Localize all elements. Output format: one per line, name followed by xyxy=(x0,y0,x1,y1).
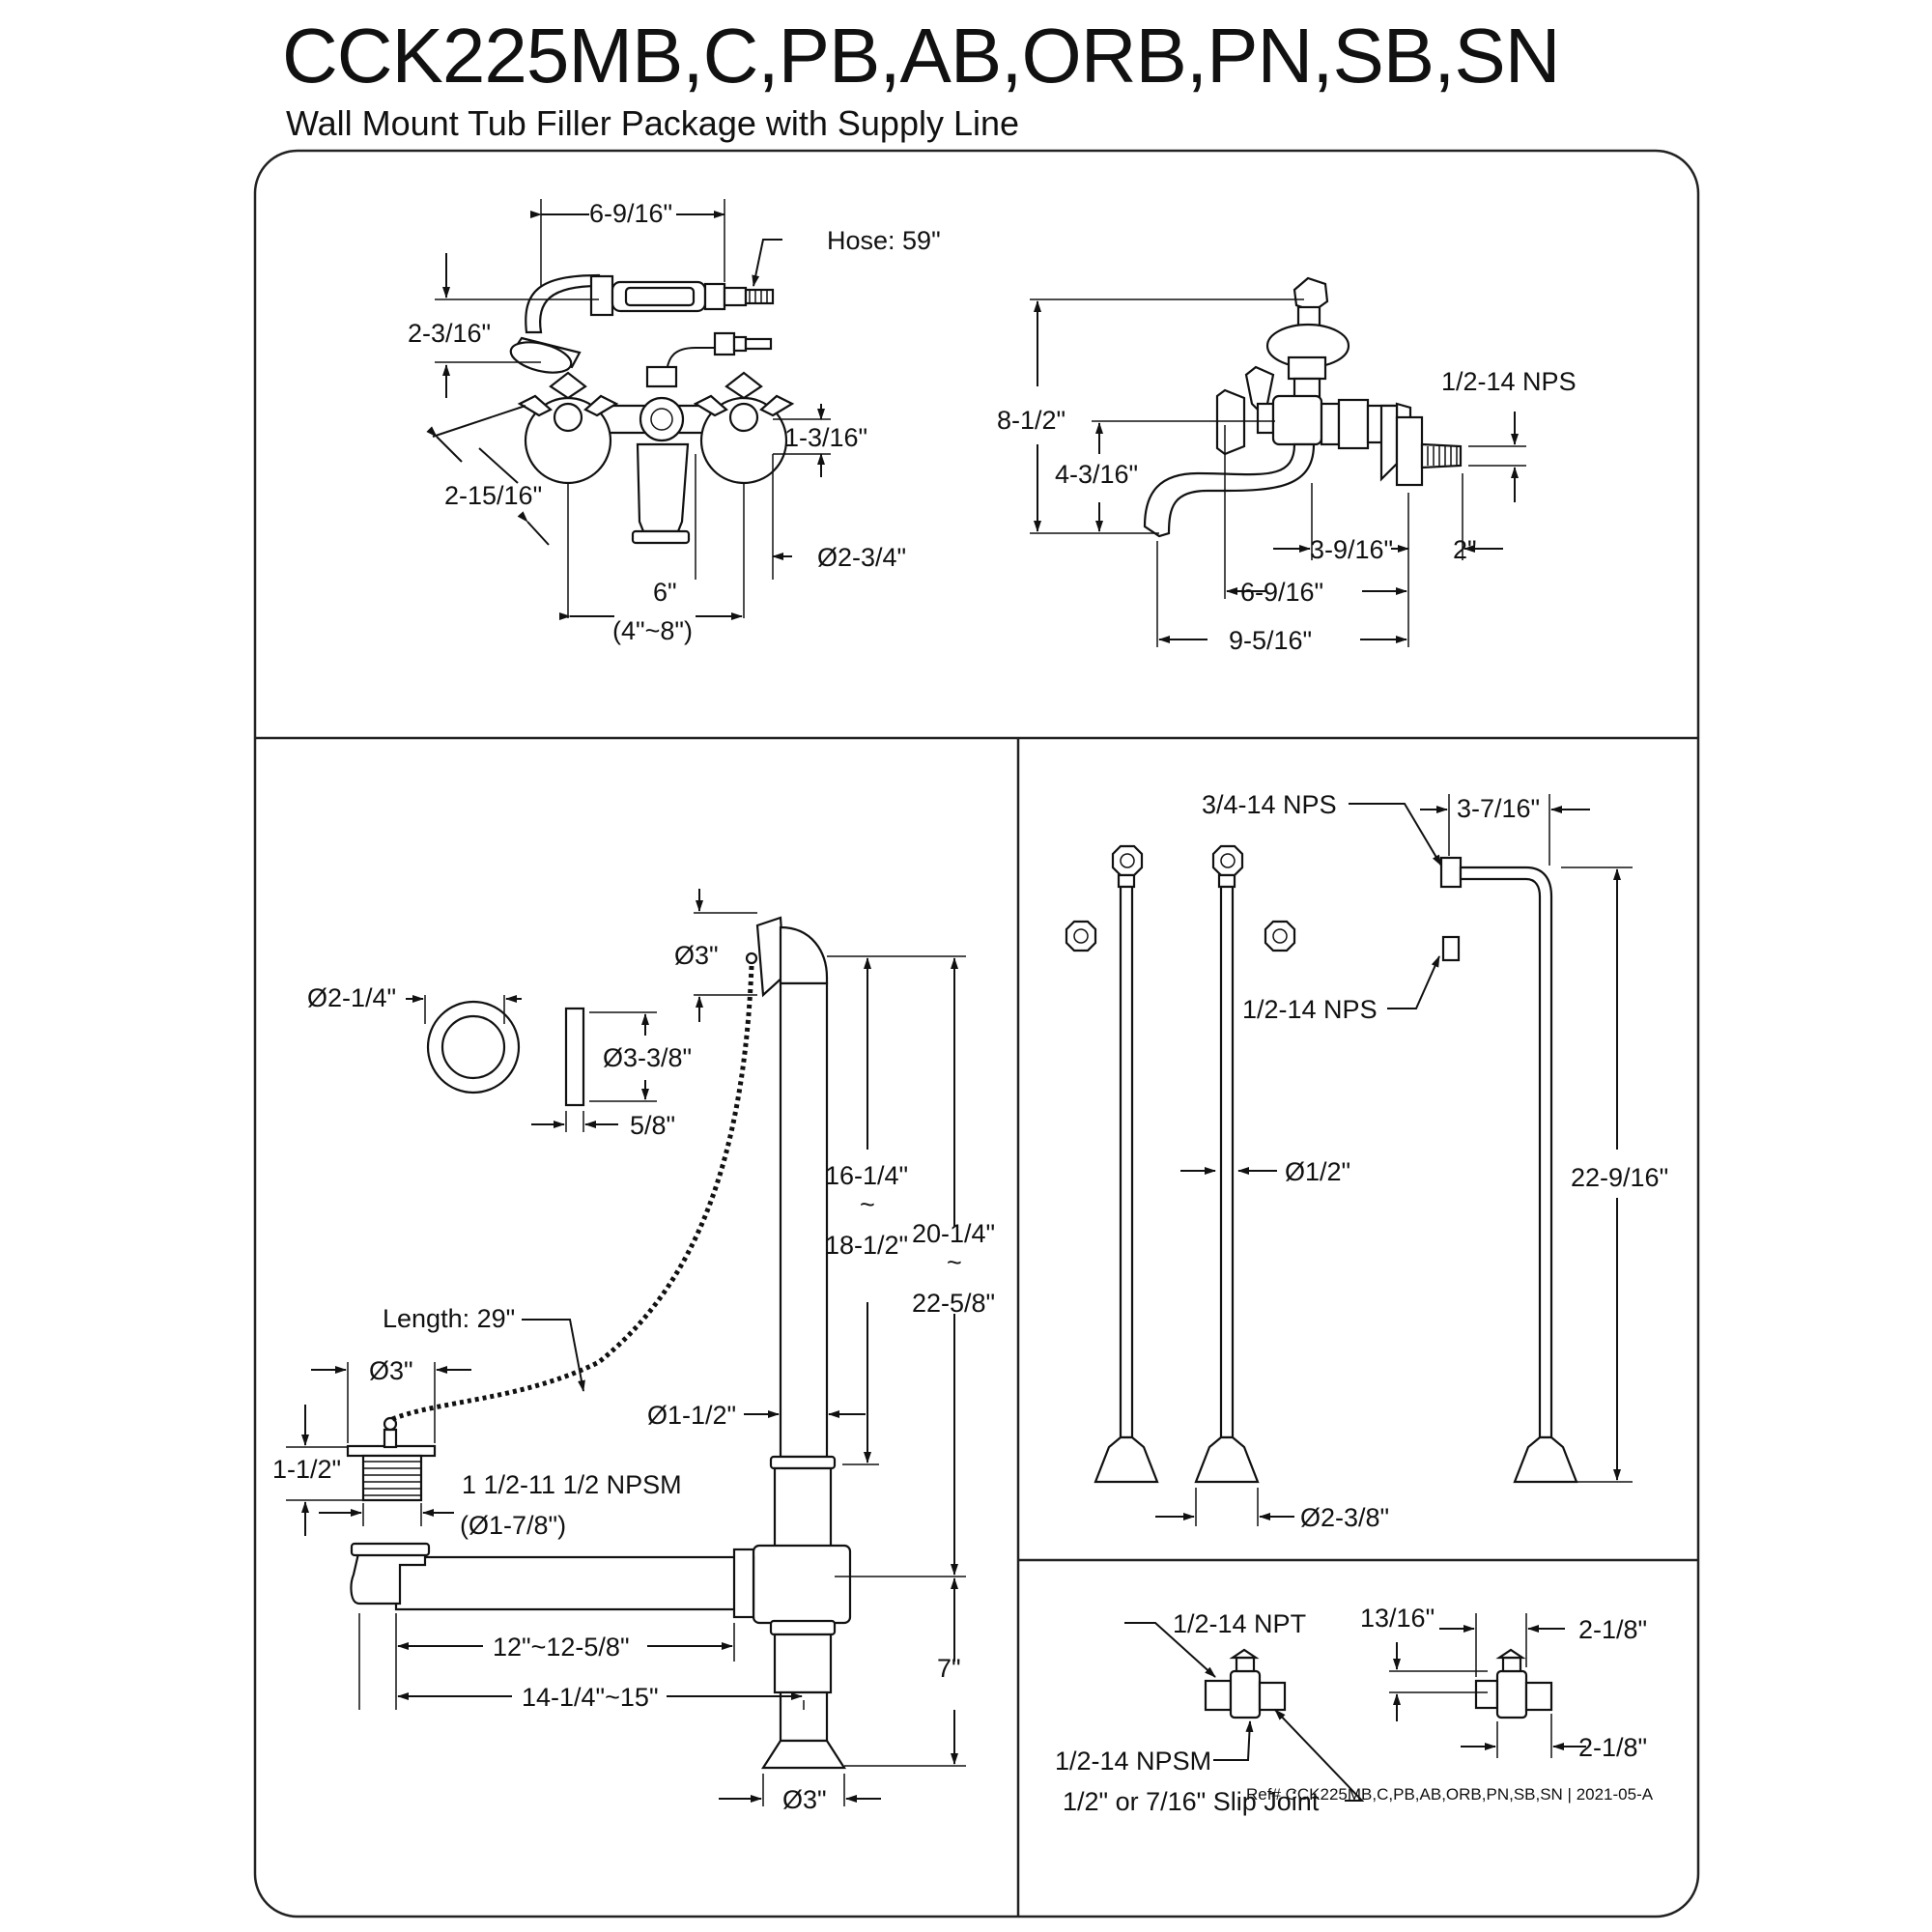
npt-label: 1/2-14 NPT xyxy=(1173,1609,1306,1638)
supply-base-diameter-label: Ø2-3/8" xyxy=(1300,1503,1389,1532)
pipe-diameter-label: Ø1-1/2" xyxy=(647,1401,736,1430)
height-b2-label: 22-5/8" xyxy=(912,1289,995,1318)
side-depth-label: 9-5/16" xyxy=(1229,626,1312,655)
spout-height-label: 4-3/16" xyxy=(1055,460,1138,489)
inlet-offset-label: 2" xyxy=(1453,535,1477,564)
drain-height-label: 1-1/2" xyxy=(272,1455,341,1484)
horizontal-range-label: 12"~12-5/8" xyxy=(493,1633,630,1662)
supply-length-label: 22-9/16" xyxy=(1571,1163,1668,1192)
side-thread-label: 1/2-14 NPS xyxy=(1441,367,1577,396)
centers-label: 6" xyxy=(653,578,677,607)
product-title: CCK225MB,C,PB,AB,ORB,PN,SB,SN xyxy=(282,13,1561,99)
drawing-frame xyxy=(253,149,1700,1918)
chain-length-label: Length: 29" xyxy=(383,1304,515,1333)
product-subtitle: Wall Mount Tub Filler Package with Suppl… xyxy=(286,103,1020,143)
nut-thread-label: 1/2-14 NPS xyxy=(1242,995,1378,1024)
top-thread-label: 3/4-14 NPS xyxy=(1202,790,1337,819)
drain-diameter-label: Ø3" xyxy=(369,1356,413,1385)
base-diameter-label: Ø3" xyxy=(782,1785,827,1814)
shower-height-label: 2-3/16" xyxy=(408,319,491,348)
drain-thread-diameter-label: (Ø1-7/8") xyxy=(460,1511,566,1540)
flange-diameter-label: Ø2-1/4" xyxy=(307,983,396,1012)
reference-number: Ref# CCK225MB,C,PB,AB,ORB,PN,SB,SN | 202… xyxy=(1246,1785,1654,1804)
valve-height-label: 13/16" xyxy=(1360,1604,1435,1633)
drain-thread-label: 1 1/2-11 1/2 NPSM xyxy=(462,1470,682,1499)
handle-offset-label: 1-3/16" xyxy=(784,423,867,452)
hose-length-label: Hose: 59" xyxy=(827,226,941,255)
drain-assembly: Ø2-1/4" Ø3-3/8" 5/8" Ø3" 16-1/4" ~ 18-1/… xyxy=(272,889,995,1814)
inlet-length-label: 3-9/16" xyxy=(1310,535,1393,564)
faucet-side-view: 8-1/2" 4-3/16" 1/2-14 NPS 3-9/16" 2" 6-9… xyxy=(997,276,1577,655)
total-range-label: 14-1/4"~15" xyxy=(522,1683,659,1712)
handle-span-label: 2-15/16" xyxy=(444,481,542,510)
slip-joint-label: 1/2" or 7/16" Slip Joint xyxy=(1063,1787,1320,1816)
height-a1-label: 16-1/4" xyxy=(825,1161,908,1190)
supply-pipe-diameter-label: Ø1/2" xyxy=(1285,1157,1350,1186)
height-b1-label: 20-1/4" xyxy=(912,1219,995,1248)
offset-label: 3-7/16" xyxy=(1457,794,1540,823)
height-a2-label: 18-1/2" xyxy=(825,1231,908,1260)
stopper-thickness-label: 5/8" xyxy=(630,1111,675,1140)
supply-lines: 3/4-14 NPS 3-7/16" 1/2-14 NPS Ø1/2" 22-9… xyxy=(1065,790,1668,1532)
handle-diameter-label: Ø2-3/4" xyxy=(817,543,906,572)
stopper-diameter-label: Ø3-3/8" xyxy=(603,1043,692,1072)
height-a-tilde: ~ xyxy=(860,1190,875,1219)
npsm-label: 1/2-14 NPSM xyxy=(1055,1747,1211,1776)
faucet-front-view: 6-9/16" Hose: 59" 2-3/16" 2-15/16" 1-3/1… xyxy=(408,199,941,645)
side-reach-label: 6-9/16" xyxy=(1240,578,1323,607)
overflow-diameter-label: Ø3" xyxy=(674,941,719,970)
valve-length-top-label: 2-1/8" xyxy=(1578,1615,1647,1644)
shutoff-valves: 1/2-14 NPT 1/2-14 NPSM 1/2" or 7/16" Sli… xyxy=(1055,1604,1647,1816)
height-b-tilde: ~ xyxy=(947,1248,962,1277)
side-height-label: 8-1/2" xyxy=(997,406,1065,435)
front-width-label: 6-9/16" xyxy=(589,199,672,228)
centers-range-label: (4"~8") xyxy=(612,616,693,645)
base-height-label: 7" xyxy=(937,1654,961,1683)
valve-length-bottom-label: 2-1/8" xyxy=(1578,1733,1647,1762)
